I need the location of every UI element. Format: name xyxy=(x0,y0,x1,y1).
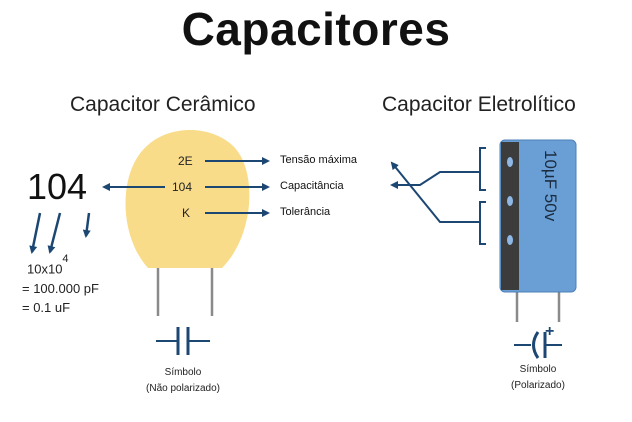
formula-base-text: 10x10 xyxy=(27,261,63,277)
arrow-elec-capacitance xyxy=(390,161,470,223)
label-voltage: Tensão máxima xyxy=(280,154,358,166)
ceramic-code-capacitance: 104 xyxy=(172,180,193,194)
ceramic-heading: Capacitor Cerâmico xyxy=(70,93,256,116)
bracket-top xyxy=(479,147,486,191)
elec-symbol-subtitle: (Polarizado) xyxy=(511,380,565,391)
electrolytic-body-text: 10µF 50v xyxy=(541,150,560,222)
label-capacitance: Capacitância xyxy=(280,180,344,192)
stripe-mark-1 xyxy=(507,157,513,167)
formula-uf: = 0.1 uF xyxy=(22,300,71,315)
page-title: Capacitores xyxy=(181,3,451,55)
formula-base: 10x104 xyxy=(27,253,69,277)
arrow-digit-3 xyxy=(82,212,91,238)
formula-exponent: 4 xyxy=(62,253,69,265)
stripe-mark-3 xyxy=(507,235,513,245)
arrow-elec-voltage xyxy=(390,171,470,189)
ceramic-symbol-title: Símbolo xyxy=(164,367,202,378)
stripe-mark-2 xyxy=(507,196,513,206)
elec-symbol-plate-curved xyxy=(532,331,540,359)
bracket-bottom xyxy=(479,201,486,245)
label-tolerance: Tolerância xyxy=(280,206,331,218)
big-code: 104 xyxy=(27,166,88,207)
arrow-digit-2 xyxy=(47,212,62,254)
ceramic-capacitor-body xyxy=(125,130,250,268)
elec-symbol-caption: Símbolo (Polarizado) xyxy=(478,362,598,394)
ceramic-code-voltage: 2E xyxy=(178,154,193,168)
elec-symbol-plus: + xyxy=(545,323,555,340)
electrolytic-heading: Capacitor Eletrolítico xyxy=(382,93,576,116)
ceramic-code-tolerance: K xyxy=(182,206,191,220)
ceramic-symbol-caption: Símbolo (Não polarizado) xyxy=(118,365,248,397)
elec-symbol-title: Símbolo xyxy=(519,364,557,375)
formula-pf: = 100.000 pF xyxy=(22,281,99,296)
ceramic-symbol-subtitle: (Não polarizado) xyxy=(146,383,220,394)
electrolytic-stripe xyxy=(501,142,519,290)
arrow-digit-1 xyxy=(29,212,42,254)
